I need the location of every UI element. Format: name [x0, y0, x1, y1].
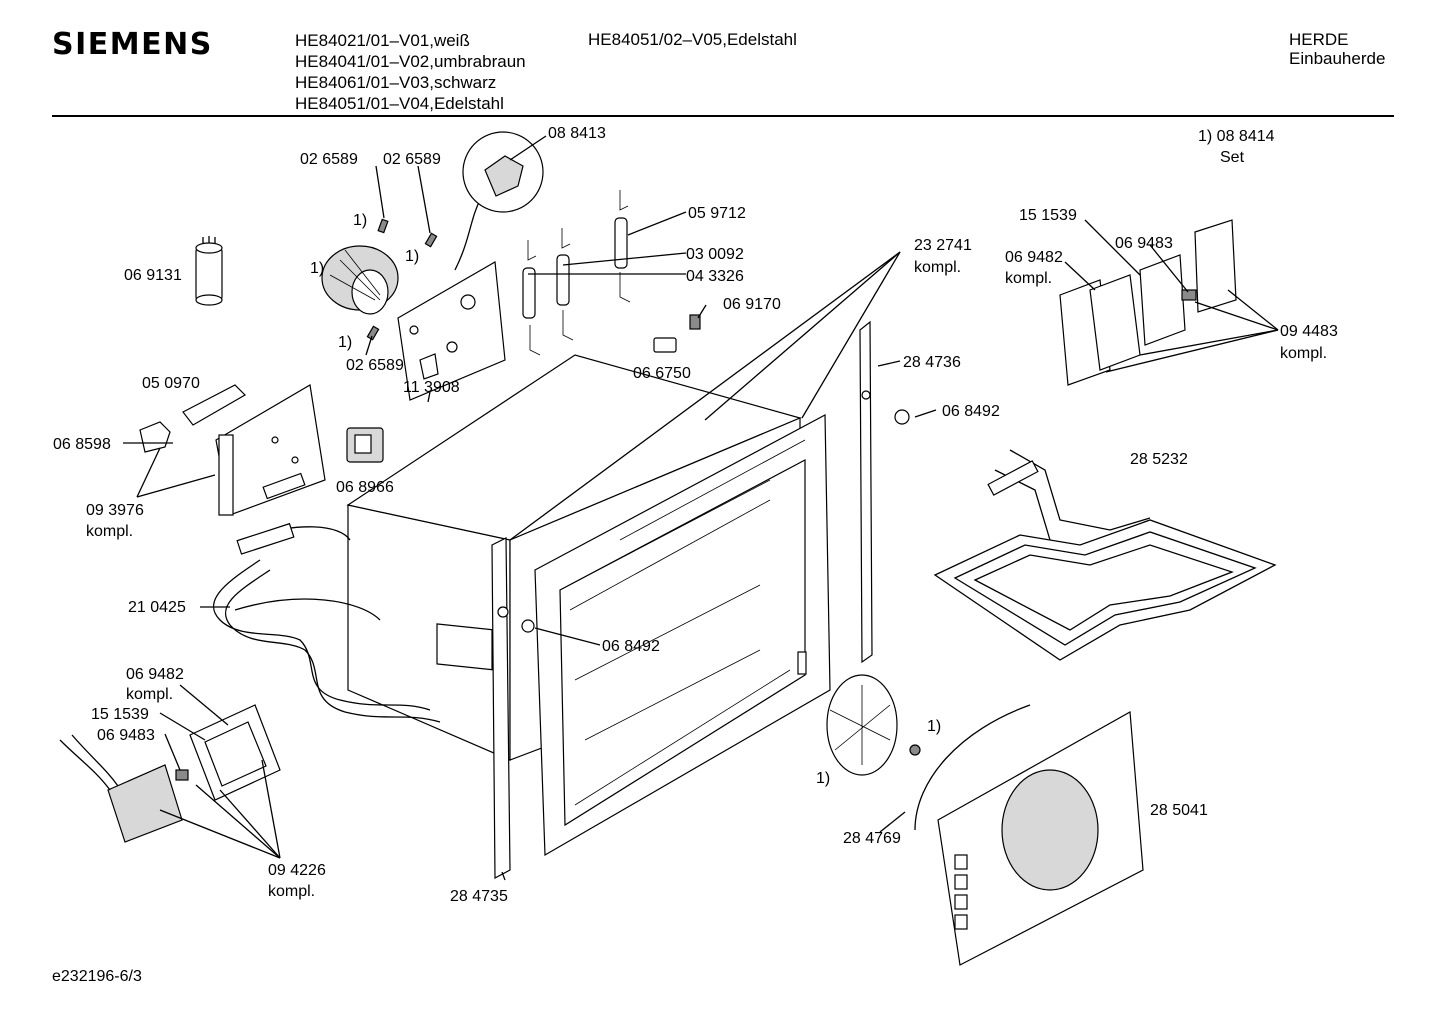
- fan-cover: [914, 704, 1144, 966]
- callout-210425: 21 0425: [128, 599, 186, 616]
- callout-note-one: 1): [338, 334, 352, 351]
- fan-motor-assembly: [321, 199, 506, 401]
- callout-labels: 08 8413 02 6589 02 6589 02 6589 1) 1) 1)…: [53, 125, 1338, 905]
- callout-026589: 02 6589: [383, 151, 441, 168]
- callout-068492: 06 8492: [602, 638, 660, 655]
- side-strip-right: [859, 320, 873, 664]
- callout-069482: 06 9482: [1005, 249, 1063, 266]
- fan-wheel: [826, 674, 921, 776]
- callout-232741: 23 2741: [914, 237, 972, 254]
- callout-026589: 02 6589: [300, 151, 358, 168]
- callout-285232: 28 5232: [1130, 451, 1188, 468]
- callout-050970: 05 0970: [142, 375, 200, 392]
- switch-block: [139, 384, 246, 453]
- callout-note-one: 1): [353, 212, 367, 229]
- category: HERDE Einbauherde: [1289, 30, 1385, 68]
- callout-069483: 06 9483: [97, 727, 155, 744]
- callout-059712: 05 9712: [688, 205, 746, 222]
- callout-069483: 06 9483: [1115, 235, 1173, 252]
- callout-151539: 15 1539: [1019, 207, 1077, 224]
- plug-part: [521, 409, 910, 633]
- callout-069482: 06 9482: [126, 666, 184, 683]
- model-line-alt: HE84051/02–V05,Edelstahl: [588, 30, 797, 49]
- callout-030092: 03 0092: [686, 246, 744, 263]
- callout-068598: 06 8598: [53, 436, 111, 453]
- leader-lines: [123, 135, 1279, 881]
- callout-note-one: 1): [816, 770, 830, 787]
- callout-kompl: kompl.: [1280, 345, 1327, 362]
- callout-151539: 15 1539: [91, 706, 149, 723]
- switch-bracket: [215, 384, 326, 516]
- model-line: HE84051/01–V04,Edelstahl: [295, 94, 504, 113]
- transformer-part: [346, 427, 384, 463]
- set-note: 1) 08 8414 Set: [1198, 126, 1275, 168]
- model-list: HE84021/01–V01,weiß HE84041/01–V02,umbra…: [295, 30, 526, 114]
- callout-094226: 09 4226: [268, 862, 326, 879]
- lamp-assembly-right: [1059, 219, 1237, 386]
- callout-kompl: kompl.: [86, 523, 133, 540]
- callout-094483: 09 4483: [1280, 323, 1338, 340]
- callout-026589: 02 6589: [346, 357, 404, 374]
- thermostat-part: [462, 131, 544, 213]
- callout-kompl: kompl.: [268, 883, 315, 900]
- callout-088413: 08 8413: [548, 125, 606, 142]
- callout-284769: 28 4769: [843, 830, 901, 847]
- header-divider: [52, 115, 1394, 117]
- lamp-assembly-left: [59, 704, 281, 843]
- model-line: HE84041/01–V02,umbrabraun: [295, 52, 526, 71]
- callout-note-one: 1): [310, 260, 324, 277]
- callout-113908: 11 3908: [403, 379, 460, 396]
- callout-068966: 06 8966: [336, 479, 394, 496]
- callout-note-one: 1): [927, 718, 941, 735]
- capacitor-part: [195, 236, 223, 306]
- rod-holders: [522, 190, 631, 356]
- callout-284736: 28 4736: [903, 354, 961, 371]
- document-id: e232196-6/3: [52, 968, 142, 985]
- clip-parts: [366, 218, 438, 341]
- oven-front-frame: [534, 414, 831, 857]
- model-line: HE84061/01–V03,schwarz: [295, 73, 497, 92]
- callout-093976: 09 3976: [86, 502, 144, 519]
- bottom-heater: [213, 522, 441, 723]
- callout-note-one: 1): [405, 248, 419, 265]
- brand-logo: SIEMENS: [52, 27, 213, 62]
- grill-heater: [933, 449, 1277, 661]
- set-note-text: Set: [1220, 149, 1245, 166]
- callout-069170: 06 9170: [723, 296, 781, 313]
- callout-043326: 04 3326: [686, 268, 744, 285]
- category-main: HERDE: [1289, 30, 1349, 49]
- category-sub: Einbauherde: [1289, 49, 1386, 68]
- model-line: HE84021/01–V01,weiß: [295, 31, 470, 50]
- side-strip-left: [491, 537, 511, 879]
- callout-285041: 28 5041: [1150, 802, 1208, 819]
- callout-066750: 06 6750: [633, 365, 691, 382]
- callout-068492: 06 8492: [942, 403, 1000, 420]
- switch-parts: [653, 314, 701, 353]
- callout-069131: 06 9131: [124, 267, 182, 284]
- callout-kompl: kompl.: [1005, 270, 1052, 287]
- callout-kompl: kompl.: [126, 686, 173, 703]
- callout-kompl: kompl.: [914, 259, 961, 276]
- set-note-number: 1) 08 8414: [1198, 128, 1275, 145]
- callout-284735: 28 4735: [450, 888, 508, 905]
